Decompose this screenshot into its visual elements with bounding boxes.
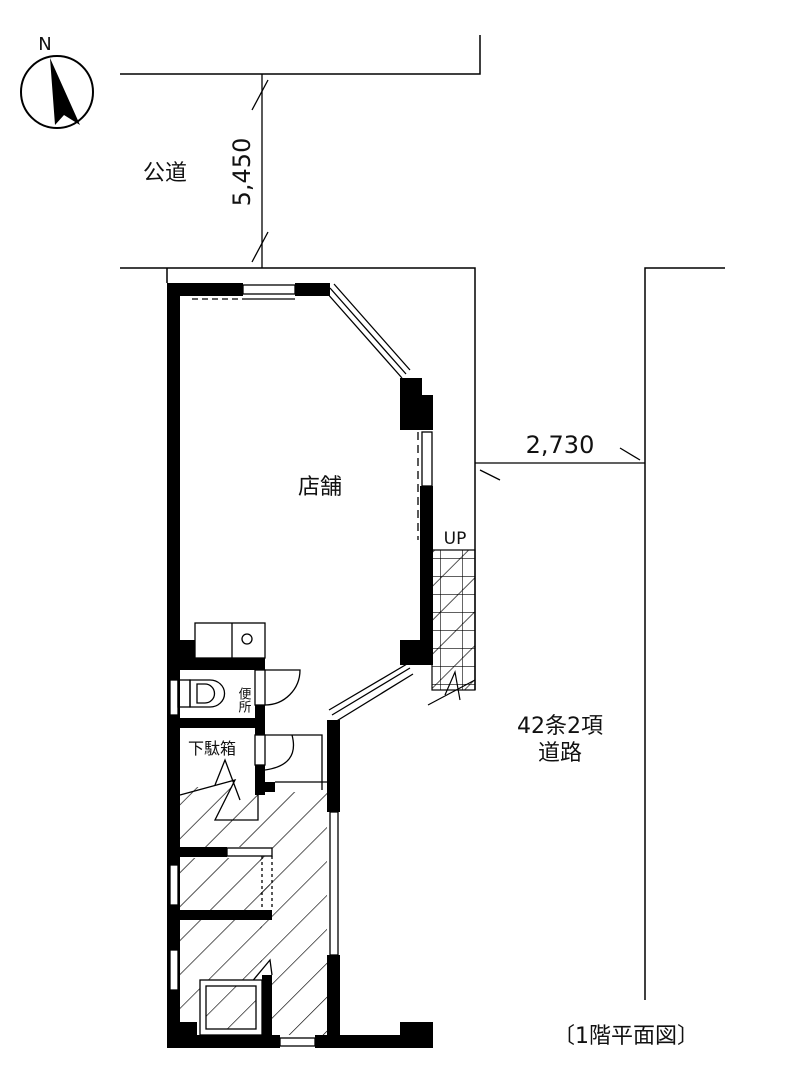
windows	[169, 283, 433, 1047]
unit-bath	[199, 979, 263, 1036]
toilet-icon	[177, 679, 226, 708]
room-label-toilet: 便所	[236, 687, 252, 713]
plan-title: 〔1階平面図〕	[553, 1024, 699, 1049]
dimension-road-side	[475, 447, 645, 481]
north-compass-icon: N	[20, 34, 94, 129]
entrance-stairs	[427, 549, 476, 706]
dimension-label-5450: 5,450	[228, 138, 256, 207]
kitchen-sink	[194, 622, 266, 659]
site-boundary-lines	[120, 35, 725, 1000]
dimension-road-top	[251, 74, 269, 268]
room-label-shop: 店舗	[298, 475, 342, 500]
stairs-up-label: UP	[444, 529, 467, 549]
road-label-line1: 42条2項	[517, 714, 603, 739]
dimension-label-2730: 2,730	[526, 431, 595, 459]
label-shoe-box: 下駄箱	[188, 739, 236, 758]
walls	[167, 283, 433, 1048]
public-road-label: 公道	[143, 161, 187, 186]
compass-label: N	[38, 34, 51, 55]
doors	[179, 669, 327, 991]
road-label-line2: 道路	[538, 741, 582, 766]
